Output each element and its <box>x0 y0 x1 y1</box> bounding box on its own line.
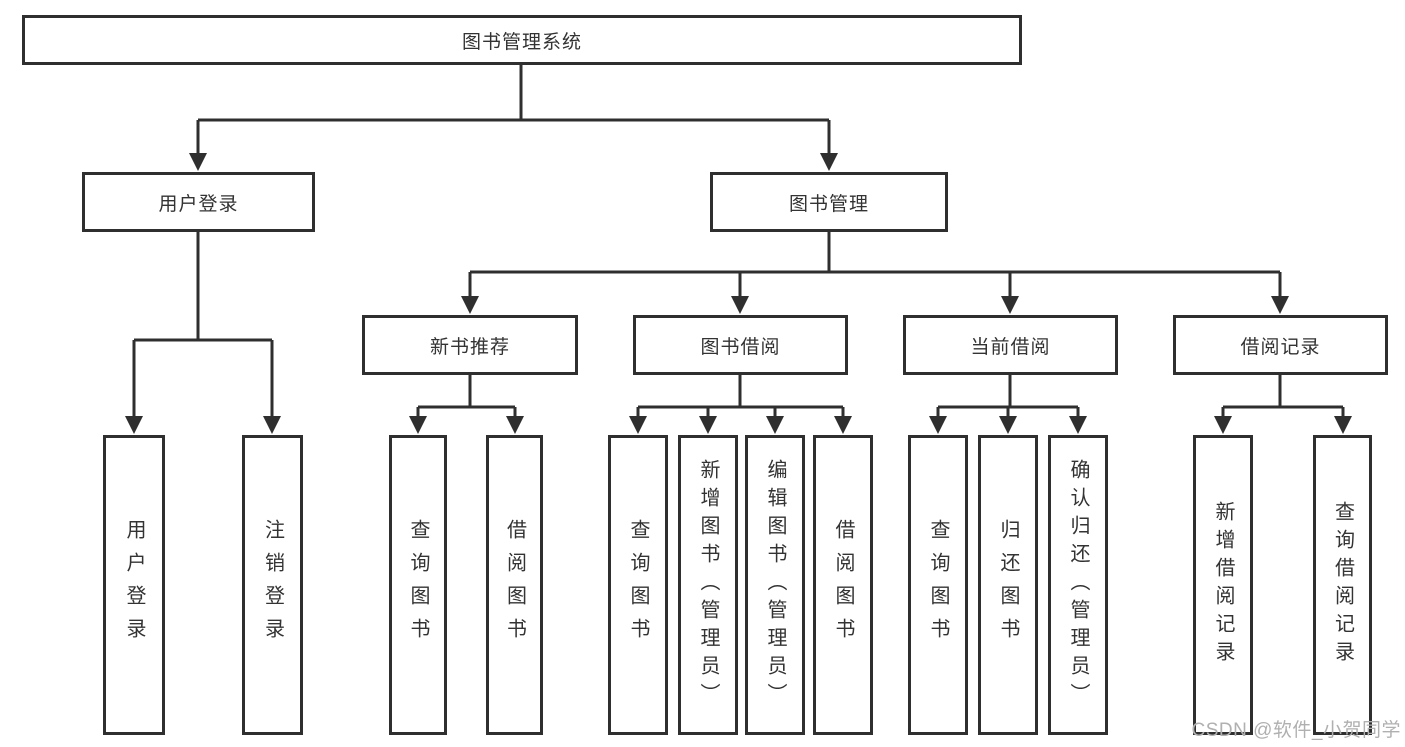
leaf-query-books-borrow: 查询图书 <box>608 435 668 735</box>
node-label: 确认归还（管理员） <box>1067 459 1089 711</box>
node-label: 图书借阅 <box>700 336 781 358</box>
node-label: 编辑图书（管理员） <box>764 459 786 711</box>
node-current-borrow: 当前借阅 <box>903 315 1118 375</box>
node-label: 当前借阅 <box>970 336 1051 358</box>
leaf-query-borrow-record: 查询借阅记录 <box>1313 435 1372 735</box>
leaf-query-books-current: 查询图书 <box>908 435 968 735</box>
leaf-logout: 注销登录 <box>242 435 303 735</box>
node-user-login: 用户登录 <box>82 172 315 232</box>
node-label: 新书推荐 <box>429 336 510 358</box>
leaf-return-books: 归还图书 <box>978 435 1038 735</box>
node-book-management: 图书管理 <box>710 172 948 232</box>
node-label: 图书管理系统 <box>461 31 582 53</box>
node-borrow-records: 借阅记录 <box>1173 315 1388 375</box>
node-new-book-recommend: 新书推荐 <box>362 315 578 375</box>
node-label: 用户登录 <box>123 519 145 651</box>
leaf-add-books-admin: 新增图书（管理员） <box>678 435 738 735</box>
node-label: 新增借阅记录 <box>1212 501 1234 669</box>
node-label: 新增图书（管理员） <box>697 459 719 711</box>
leaf-borrow-books-recommend: 借阅图书 <box>486 435 543 735</box>
leaf-confirm-return-admin: 确认归还（管理员） <box>1048 435 1108 735</box>
node-label: 查询图书 <box>627 519 649 651</box>
leaf-borrow-books: 借阅图书 <box>813 435 873 735</box>
node-label: 归还图书 <box>997 519 1019 651</box>
node-label: 注销登录 <box>261 519 284 651</box>
node-label: 借阅图书 <box>832 519 854 651</box>
node-label: 查询借阅记录 <box>1331 501 1354 669</box>
node-label: 借阅图书 <box>503 519 526 651</box>
node-book-borrow: 图书借阅 <box>633 315 848 375</box>
node-label: 借阅记录 <box>1240 336 1321 358</box>
leaf-query-books-recommend: 查询图书 <box>389 435 447 735</box>
leaf-edit-books-admin: 编辑图书（管理员） <box>745 435 805 735</box>
csdn-watermark: CSDN @软件_小贺同学 <box>1191 720 1401 741</box>
leaf-user-login: 用户登录 <box>103 435 165 735</box>
node-label: 查询图书 <box>927 519 949 651</box>
node-label: 图书管理 <box>788 193 869 215</box>
node-label: 用户登录 <box>158 193 239 215</box>
node-root-library-system: 图书管理系统 <box>22 15 1022 65</box>
leaf-add-borrow-record: 新增借阅记录 <box>1193 435 1253 735</box>
node-label: 查询图书 <box>407 519 429 651</box>
